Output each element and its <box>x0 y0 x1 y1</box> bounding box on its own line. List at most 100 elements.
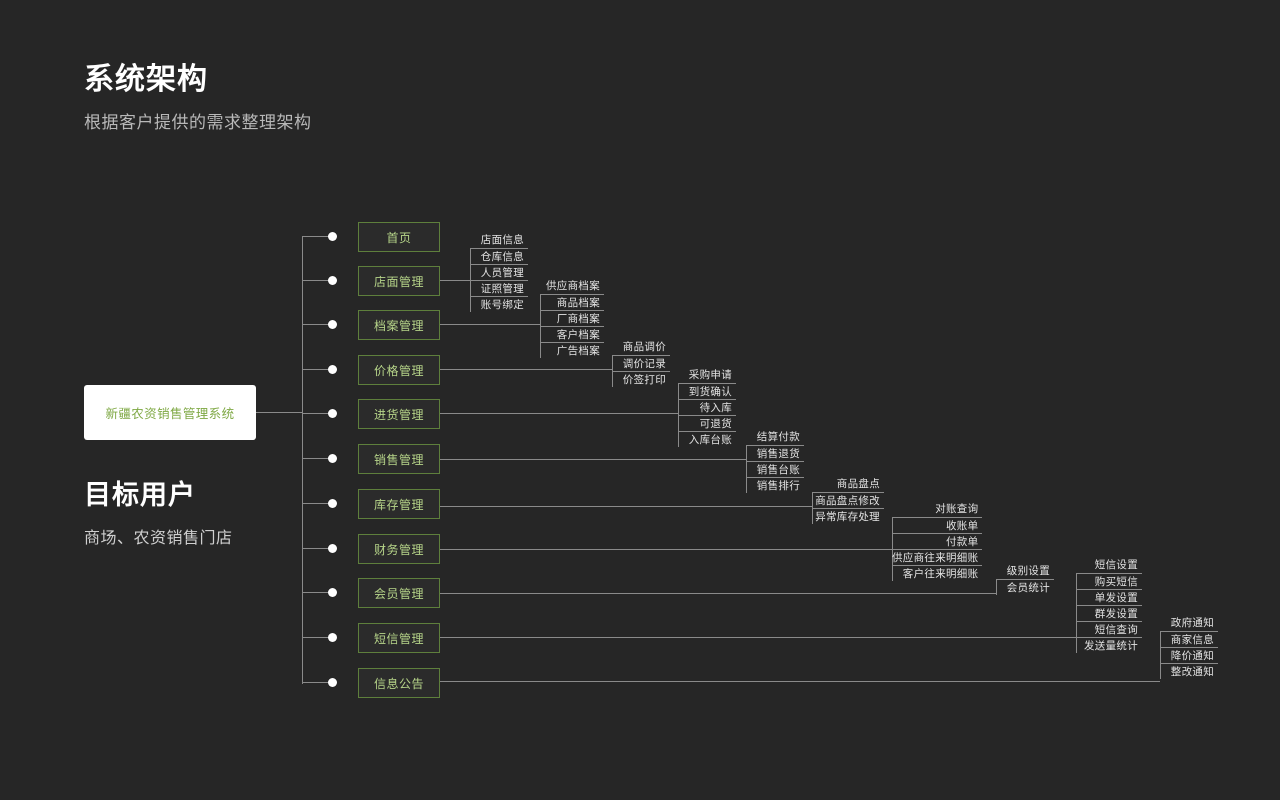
module-node-8[interactable]: 会员管理 <box>358 578 440 608</box>
submodule-item[interactable]: 结算付款 <box>756 431 800 443</box>
submodule-item[interactable]: 降价通知 <box>1160 647 1218 663</box>
submodule-connector-line <box>440 280 470 281</box>
module-node-5[interactable]: 销售管理 <box>358 444 440 474</box>
branch-node-dot <box>328 276 337 285</box>
submodule-item[interactable]: 证照管理 <box>470 280 528 296</box>
submodule-item[interactable]: 会员统计 <box>996 579 1054 595</box>
submodule-item[interactable]: 商品档案 <box>540 294 604 310</box>
submodule-item[interactable]: 单发设置 <box>1076 589 1142 605</box>
submodule-item[interactable]: 短信设置 <box>1094 559 1138 571</box>
module-node-3[interactable]: 价格管理 <box>358 355 440 385</box>
submodule-list: 对账查询收账单付款单供应商往来明细账客户往来明细账 <box>892 501 983 581</box>
submodule-item[interactable]: 商品盘点修改 <box>812 492 884 508</box>
module-node-label: 财务管理 <box>373 542 424 557</box>
module-node-label: 会员管理 <box>373 586 424 601</box>
submodule-item[interactable]: 客户档案 <box>540 326 604 342</box>
module-node-1[interactable]: 店面管理 <box>358 266 440 296</box>
submodule-item[interactable]: 付款单 <box>892 533 983 549</box>
submodule-item[interactable]: 可退货 <box>678 415 736 431</box>
module-node-9[interactable]: 短信管理 <box>358 623 440 653</box>
target-users-description: 商场、农资销售门店 <box>84 530 233 547</box>
branch-connector-line <box>302 280 330 281</box>
branch-node-dot <box>328 232 337 241</box>
submodule-item[interactable]: 厂商档案 <box>540 310 604 326</box>
module-node-label: 店面管理 <box>373 274 424 289</box>
submodule-item[interactable]: 客户往来明细账 <box>892 565 983 581</box>
submodule-list: 店面信息仓库信息人员管理证照管理账号绑定 <box>470 232 528 312</box>
branch-connector-line <box>302 236 330 237</box>
submodule-connector-line <box>440 413 678 414</box>
module-node-0[interactable]: 首页 <box>358 222 440 252</box>
submodule-connector-line <box>440 593 996 594</box>
module-node-label: 短信管理 <box>373 631 424 646</box>
page-subtitle: 根据客户提供的需求整理架构 <box>84 113 312 132</box>
branch-connector-line <box>302 369 330 370</box>
submodule-item[interactable]: 销售退货 <box>746 445 804 461</box>
submodule-item[interactable]: 账号绑定 <box>470 296 528 312</box>
module-node-10[interactable]: 信息公告 <box>358 668 440 698</box>
submodule-connector-line <box>440 459 746 460</box>
submodule-connector-line <box>440 506 812 507</box>
submodule-item[interactable]: 待入库 <box>678 399 736 415</box>
submodule-item[interactable]: 商家信息 <box>1160 631 1218 647</box>
branch-node-dot <box>328 544 337 553</box>
branch-connector-line <box>302 458 330 459</box>
module-node-label: 进货管理 <box>373 407 424 422</box>
submodule-item[interactable]: 入库台账 <box>678 431 736 447</box>
submodule-item[interactable]: 仓库信息 <box>470 248 528 264</box>
submodule-list-rule <box>996 579 997 595</box>
submodule-item[interactable]: 价签打印 <box>612 371 670 387</box>
module-node-label: 价格管理 <box>373 363 424 378</box>
branch-connector-line <box>302 637 330 638</box>
target-users-title: 目标用户 <box>84 480 196 510</box>
submodule-item[interactable]: 供应商档案 <box>546 280 600 292</box>
submodule-item[interactable]: 供应商往来明细账 <box>892 549 983 565</box>
submodule-item[interactable]: 购买短信 <box>1076 573 1142 589</box>
submodule-item[interactable]: 发送量统计 <box>1076 637 1142 653</box>
module-node-6[interactable]: 库存管理 <box>358 489 440 519</box>
submodule-item[interactable]: 异常库存处理 <box>812 508 884 524</box>
module-node-2[interactable]: 档案管理 <box>358 310 440 340</box>
submodule-list-rule <box>1160 631 1161 679</box>
submodule-item[interactable]: 整改通知 <box>1160 663 1218 679</box>
branch-node-dot <box>328 320 337 329</box>
submodule-item[interactable]: 商品调价 <box>622 341 666 353</box>
submodule-item[interactable]: 商品盘点 <box>836 478 880 490</box>
submodule-item[interactable]: 销售排行 <box>746 477 804 493</box>
submodule-connector-line <box>440 681 1160 682</box>
submodule-item[interactable]: 店面信息 <box>480 234 524 246</box>
branch-connector-line <box>302 592 330 593</box>
root-node[interactable]: 新疆农资销售管理系统 <box>84 385 256 440</box>
page-header: 系统架构 根据客户提供的需求整理架构 <box>84 62 312 133</box>
module-node-label: 销售管理 <box>373 452 424 467</box>
submodule-list-rule <box>746 445 747 493</box>
branch-connector-line <box>302 413 330 414</box>
submodule-item[interactable]: 对账查询 <box>935 503 979 515</box>
branch-connector-line <box>302 548 330 549</box>
module-node-label: 首页 <box>386 230 412 245</box>
submodule-item[interactable]: 群发设置 <box>1076 605 1142 621</box>
submodule-item[interactable]: 政府通知 <box>1170 617 1214 629</box>
submodule-item[interactable]: 调价记录 <box>612 355 670 371</box>
branch-node-dot <box>328 499 337 508</box>
submodule-connector-line <box>440 369 612 370</box>
module-node-label: 档案管理 <box>373 318 424 333</box>
page-title: 系统架构 <box>84 63 208 96</box>
module-node-4[interactable]: 进货管理 <box>358 399 440 429</box>
submodule-connector-line <box>440 549 892 550</box>
target-users-block: 目标用户 商场、农资销售门店 <box>84 473 233 548</box>
submodule-item[interactable]: 收账单 <box>892 517 983 533</box>
submodule-list: 结算付款销售退货销售台账销售排行 <box>746 429 804 493</box>
submodule-list: 短信设置购买短信单发设置群发设置短信查询发送量统计 <box>1076 557 1142 653</box>
submodule-item[interactable]: 级别设置 <box>1006 565 1050 577</box>
submodule-item[interactable]: 采购申请 <box>688 369 732 381</box>
branch-connector-line <box>302 324 330 325</box>
submodule-item[interactable]: 短信查询 <box>1076 621 1142 637</box>
root-connector-line <box>256 412 302 413</box>
submodule-item[interactable]: 到货确认 <box>678 383 736 399</box>
submodule-item[interactable]: 广告档案 <box>540 342 604 358</box>
submodule-list: 级别设置会员统计 <box>996 563 1054 595</box>
submodule-item[interactable]: 人员管理 <box>470 264 528 280</box>
module-node-7[interactable]: 财务管理 <box>358 534 440 564</box>
submodule-item[interactable]: 销售台账 <box>746 461 804 477</box>
